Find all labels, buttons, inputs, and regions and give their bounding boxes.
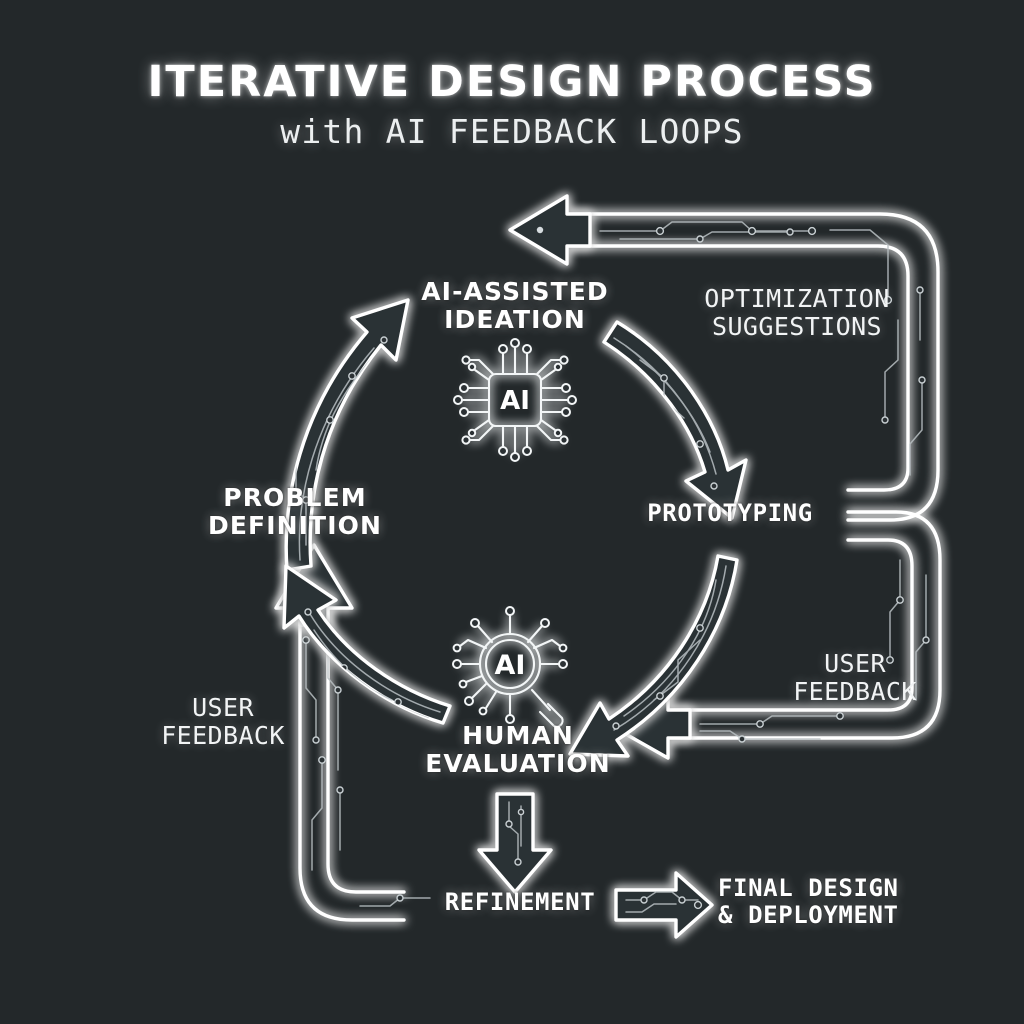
flow-label-optimization-suggestions: OPTIMIZATION SUGGESTIONS	[704, 284, 890, 341]
ai-magnifier-icon: AI	[452, 606, 568, 728]
node-label-refinement[interactable]: REFINEMENT	[444, 888, 596, 916]
flow-label-user-feedback-left: USER FEEDBACK	[161, 693, 285, 750]
connector-user-feedback-loop-right	[606, 510, 942, 760]
node-label-ai-assisted-ideation[interactable]: AI-ASSISTED IDEATION	[421, 277, 609, 334]
page-title: ITERATIVE DESIGN PROCESS	[147, 57, 877, 107]
node-label-human-evaluation[interactable]: HUMAN EVALUATION	[425, 721, 611, 778]
node-label-problem-definition[interactable]: PROBLEM DEFINITION	[208, 483, 382, 540]
ai-magnifier-icon-text: AI	[495, 650, 526, 681]
flow-label-user-feedback-right: USER FEEDBACK	[793, 649, 917, 706]
ai-chip-icon-text: AI	[500, 386, 530, 416]
connector-human-evaluation-to-refinement	[477, 792, 553, 894]
page-subtitle: with AI FEEDBACK LOOPS	[280, 112, 744, 151]
connector-optimization-loop	[508, 194, 940, 522]
node-label-prototyping[interactable]: PROTOTYPING	[647, 499, 813, 527]
connector-ideation-to-prototyping	[602, 320, 748, 520]
ai-chip-icon: AI	[453, 338, 577, 462]
node-label-final-design-deployment[interactable]: FINAL DESIGN & DEPLOYMENT	[718, 874, 899, 929]
